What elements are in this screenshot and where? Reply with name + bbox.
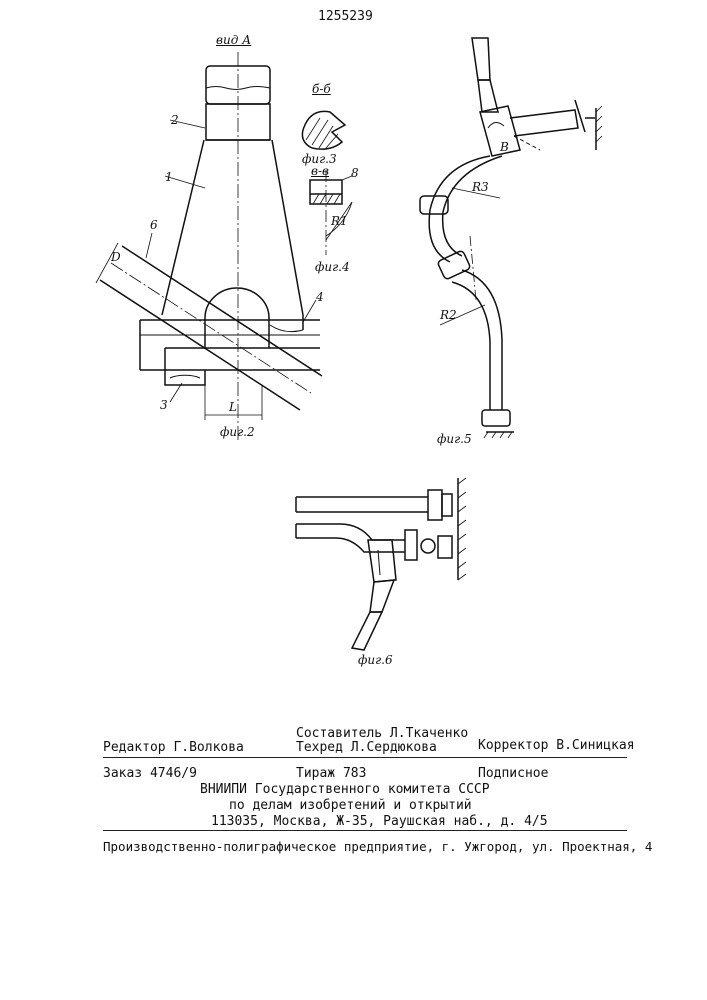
fig5-radius-r3: R3 <box>472 180 489 194</box>
fig5-drawing <box>420 38 602 438</box>
imprint-rule-2 <box>103 830 627 831</box>
fig4-drawing <box>310 170 352 255</box>
fig3-drawing <box>302 111 345 149</box>
fig2-dim-l: L <box>229 400 237 414</box>
imprint-address: 113035, Москва, Ж-35, Раушская наб., д. … <box>211 814 548 830</box>
fig2-caption: фиг.2 <box>220 425 255 439</box>
imprint-editor: Редактор Г.Волкова <box>103 740 244 756</box>
fig4-part-8: 8 <box>351 166 359 180</box>
fig2-part-4: 4 <box>316 290 324 304</box>
imprint-techred: Техред Л.Сердюкова <box>296 740 437 756</box>
drawings <box>0 0 707 700</box>
fig2-part-3: 3 <box>160 398 168 412</box>
fig5-radius-r2: R2 <box>440 308 457 322</box>
imprint-org-line1: ВНИИПИ Государственного комитета СССР <box>200 782 490 798</box>
fig2-part-1: 1 <box>165 170 173 184</box>
fig4-radius: R1 <box>331 214 348 228</box>
fig2-dim-d: D <box>111 250 121 264</box>
fig5-caption: фиг.5 <box>437 432 472 446</box>
fig2-part-6: 6 <box>150 218 158 232</box>
fig5-letter-b: В <box>500 140 509 154</box>
imprint-subscription: Подписное <box>478 766 548 782</box>
imprint-circulation: Тираж 783 <box>296 766 366 782</box>
fig6-caption: фиг.6 <box>358 653 393 667</box>
imprint-printer: Производственно-полиграфическое предприя… <box>103 839 652 855</box>
fig4-caption: фиг.4 <box>315 260 350 274</box>
fig6-drawing <box>296 478 466 650</box>
fig3-section: б-б <box>312 82 331 96</box>
fig2-drawing <box>96 52 322 440</box>
imprint-org-line2: по делам изобретений и открытий <box>229 798 472 814</box>
imprint-corrector: Корректор В.Синицкая <box>478 738 635 754</box>
imprint-order: Заказ 4746/9 <box>103 766 197 782</box>
fig4-section: в-в <box>311 164 329 178</box>
imprint-rule-1 <box>103 757 627 758</box>
fig2-view-label: вид А <box>216 33 251 47</box>
fig2-part-2: 2 <box>171 113 179 127</box>
